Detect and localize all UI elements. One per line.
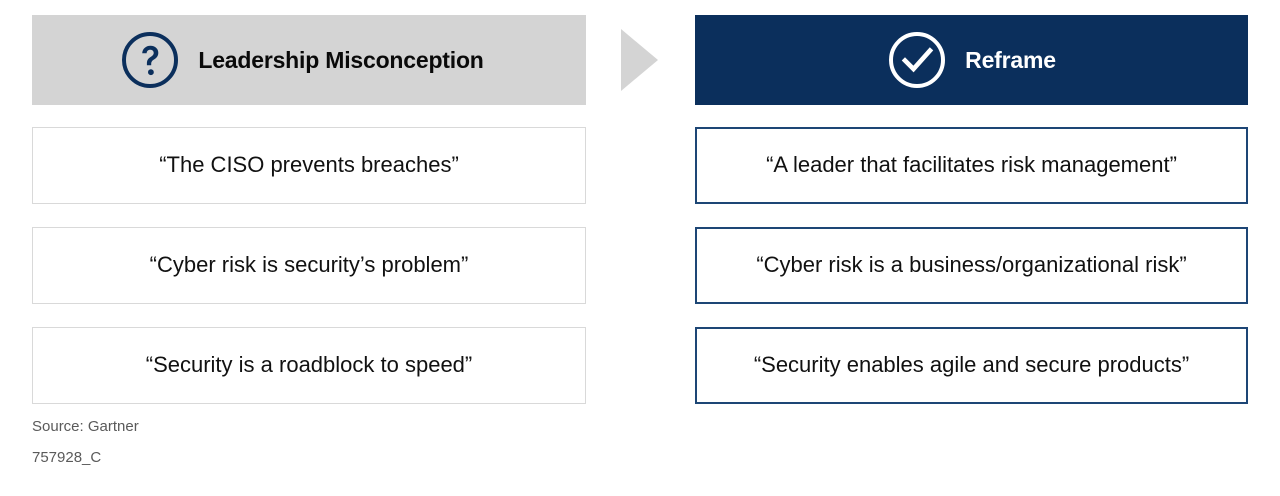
list-item[interactable]: “A leader that facilitates risk manageme…: [695, 127, 1248, 204]
statement-text: “The CISO prevents breaches”: [159, 152, 459, 178]
question-mark-circle-icon: [120, 30, 180, 90]
statement-text: “Security is a roadblock to speed”: [145, 352, 473, 378]
leadership-misconception-column: Leadership Misconception “The CISO preve…: [32, 15, 586, 404]
reframe-header: Reframe: [695, 15, 1248, 105]
leadership-misconception-header: Leadership Misconception: [32, 15, 586, 105]
check-circle-icon: [887, 30, 947, 90]
reframe-list: “A leader that facilitates risk manageme…: [695, 127, 1248, 404]
right-arrow-triangle-icon: [621, 29, 658, 91]
source-label: Source: Gartner: [32, 418, 139, 435]
reframe-column: Reframe “A leader that facilitates risk …: [695, 15, 1248, 404]
asset-id-label: 757928_C: [32, 449, 102, 466]
leadership-misconception-list: “The CISO prevents breaches” “Cyber risk…: [32, 127, 586, 404]
footer: Source: Gartner 757928_C: [32, 419, 139, 465]
statement-text: “Cyber risk is security’s problem”: [149, 252, 469, 278]
statement-text: “Security enables agile and secure produ…: [753, 352, 1190, 378]
statement-text: “Cyber risk is a business/organizational…: [756, 252, 1187, 278]
list-item[interactable]: “The CISO prevents breaches”: [32, 127, 586, 204]
list-item[interactable]: “Cyber risk is a business/organizational…: [695, 227, 1248, 304]
list-item[interactable]: “Security enables agile and secure produ…: [695, 327, 1248, 404]
list-item[interactable]: “Security is a roadblock to speed”: [32, 327, 586, 404]
statement-text: “A leader that facilitates risk manageme…: [766, 152, 1177, 178]
list-item[interactable]: “Cyber risk is security’s problem”: [32, 227, 586, 304]
reframe-title: Reframe: [965, 46, 1056, 73]
leadership-misconception-title: Leadership Misconception: [198, 46, 484, 73]
